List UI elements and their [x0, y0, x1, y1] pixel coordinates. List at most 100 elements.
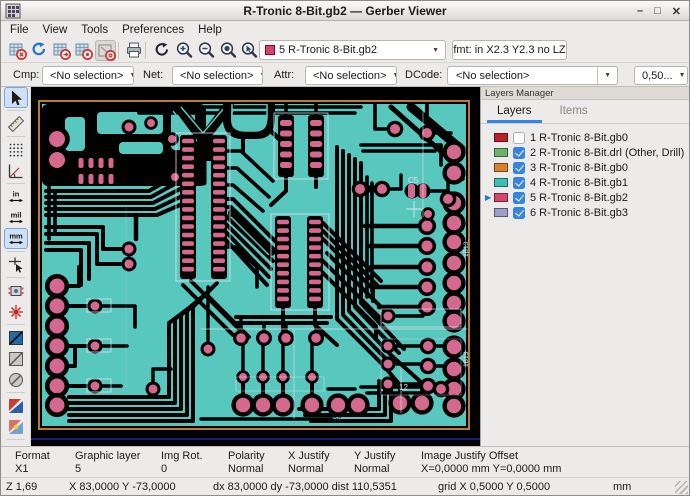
maximize-button[interactable]: □ [654, 5, 661, 17]
layer-row-4[interactable]: 4 R-Tronic 8-Bit.gb1 [481, 175, 689, 190]
grid-toggle-button[interactable] [4, 139, 28, 160]
menu-file[interactable]: File [10, 24, 29, 36]
open-drill-button[interactable] [95, 40, 116, 61]
menu-tools[interactable]: Tools [81, 24, 109, 36]
layer-visibility-checkbox[interactable] [513, 131, 525, 144]
tab-layers[interactable]: Layers [483, 100, 546, 123]
status-img-rot-: Img Rot.0 [161, 450, 203, 475]
menu-view[interactable]: View [42, 24, 68, 36]
sketch-pads-button[interactable] [4, 327, 28, 348]
chevron-down-icon: ▼ [253, 72, 262, 79]
layer-color-swatch[interactable] [494, 133, 508, 142]
tab-items[interactable]: Items [559, 105, 588, 117]
chevron-down-icon: ▼ [123, 72, 133, 79]
layer-color-swatch[interactable] [494, 193, 508, 202]
units-inch-icon: in [8, 189, 23, 202]
measure-tool-button[interactable] [4, 113, 28, 134]
footprints-mode-button[interactable] [4, 280, 28, 301]
open-gerber-button[interactable] [51, 40, 72, 61]
layer-row-3[interactable]: 3 R-Tronic 8-Bit.gb0 [481, 160, 689, 175]
layer-color-swatch[interactable] [494, 163, 508, 172]
current-layer-arrow-icon: ▶ [485, 193, 492, 202]
layer-row-6[interactable]: 6 R-Tronic 8-Bit.gb3 [481, 205, 689, 220]
layer-visibility-checkbox[interactable] [513, 191, 525, 204]
crosshair-style-button[interactable] [4, 254, 28, 275]
zoom-selection-icon [241, 42, 258, 58]
sketch-polygons-icon [8, 372, 23, 387]
statusbar: Z 1,69 X 83,0000 Y -73,0000 dx 83,0000 d… [1, 446, 689, 495]
layer-color-swatch[interactable] [494, 208, 508, 217]
open-gerber-job-button[interactable] [73, 40, 94, 61]
layer-color-swatch[interactable] [494, 148, 508, 157]
negative-objects-button[interactable] [4, 395, 28, 416]
app-icon [5, 3, 21, 19]
attr-label: Attr: [274, 69, 295, 81]
cursor-tool-button[interactable] [3, 87, 28, 108]
toolbar-separator [6, 277, 25, 278]
units-mm-icon: mm [8, 231, 23, 244]
dcode-select[interactable]: <No selection>▼ [447, 66, 618, 85]
toolbar-separator [6, 251, 25, 252]
menubar: File View Tools Preferences Help [3, 22, 689, 38]
units-inch-button[interactable]: in [4, 186, 28, 207]
sketch-lines-icon [8, 351, 23, 366]
net-select[interactable]: <No selection>▼ [172, 66, 263, 85]
zoom-selection-button[interactable] [239, 40, 260, 61]
layer-visibility-checkbox[interactable] [513, 161, 525, 174]
units-mil-button[interactable]: mil [4, 207, 28, 228]
zoom-level: Z 1,69 [6, 481, 38, 493]
sketch-lines-button[interactable] [4, 348, 28, 369]
minimize-button[interactable]: – [637, 5, 644, 17]
toolbar-separator [118, 42, 119, 59]
cmp-value: <No selection> [50, 69, 124, 82]
close-button[interactable]: ✕ [671, 5, 681, 18]
reload-layers-icon [32, 42, 46, 56]
flashed-items-mode-button[interactable] [4, 301, 28, 322]
menu-help[interactable]: Help [198, 24, 222, 36]
highlight-width-select[interactable]: 0,50...▼ [634, 66, 688, 85]
menu-preferences[interactable]: Preferences [122, 24, 185, 36]
layer-row-5[interactable]: ▶ 5 R-Tronic 8-Bit.gb2 [481, 190, 689, 205]
ghost-negative-button[interactable] [4, 416, 28, 437]
open-drill-icon [98, 44, 116, 61]
layer-row-2[interactable]: 2 R-Tronic 8-Bit.drl (Other, Drill) [481, 145, 689, 160]
titlebar[interactable]: R-Tronic 8-Bit.gb2 — Gerber Viewer – □ ✕ [1, 1, 689, 21]
layer-name: 5 R-Tronic 8-Bit.gb2 [530, 191, 629, 204]
net-value: <No selection> [180, 69, 254, 82]
zoom-in-button[interactable] [174, 40, 195, 61]
active-layer-select[interactable]: 5 R-Tronic 8-Bit.gb2 ▼ [259, 40, 446, 60]
toolbar-separator [6, 324, 25, 325]
zoom-fit-icon [220, 42, 237, 58]
polar-coords-button[interactable] [4, 160, 28, 181]
svg-text:TP6: TP6 [327, 416, 342, 425]
zoom-fit-button[interactable] [218, 40, 239, 61]
resize-grip[interactable] [675, 481, 688, 494]
open-gerber-job-icon [75, 43, 93, 60]
units-indicator: mm [613, 481, 632, 493]
layer-visibility-checkbox[interactable] [513, 146, 525, 159]
negative-objects-icon [8, 398, 23, 413]
sketch-polygons-button[interactable] [4, 369, 28, 390]
layer-color-swatch[interactable] [494, 178, 508, 187]
attr-value: <No selection> [313, 69, 387, 82]
units-mm-button[interactable]: mm [3, 228, 28, 249]
relative-position: dx 83,0000 dy -73,0000 dist 110,5351 [213, 481, 397, 493]
zoom-out-button[interactable] [196, 40, 217, 61]
attr-select[interactable]: <No selection>▼ [305, 66, 397, 85]
cmp-select[interactable]: <No selection>▼ [42, 66, 134, 85]
layer-visibility-checkbox[interactable] [513, 176, 525, 189]
layer-row-1[interactable]: 1 R-Tronic 8-Bit.gb0 [481, 130, 689, 145]
redraw-button[interactable] [152, 40, 173, 61]
format-info-field[interactable]: fmt: in X2.3 Y2.3 no LZ [452, 40, 567, 60]
clear-layers-button[interactable] [7, 40, 28, 61]
reload-layers-button[interactable] [29, 40, 50, 61]
polar-coords-icon [8, 164, 22, 178]
toolbar-separator [6, 439, 25, 440]
layer-visibility-checkbox[interactable] [513, 206, 525, 219]
grid-toggle-icon [9, 143, 22, 156]
print-button[interactable] [124, 40, 145, 61]
